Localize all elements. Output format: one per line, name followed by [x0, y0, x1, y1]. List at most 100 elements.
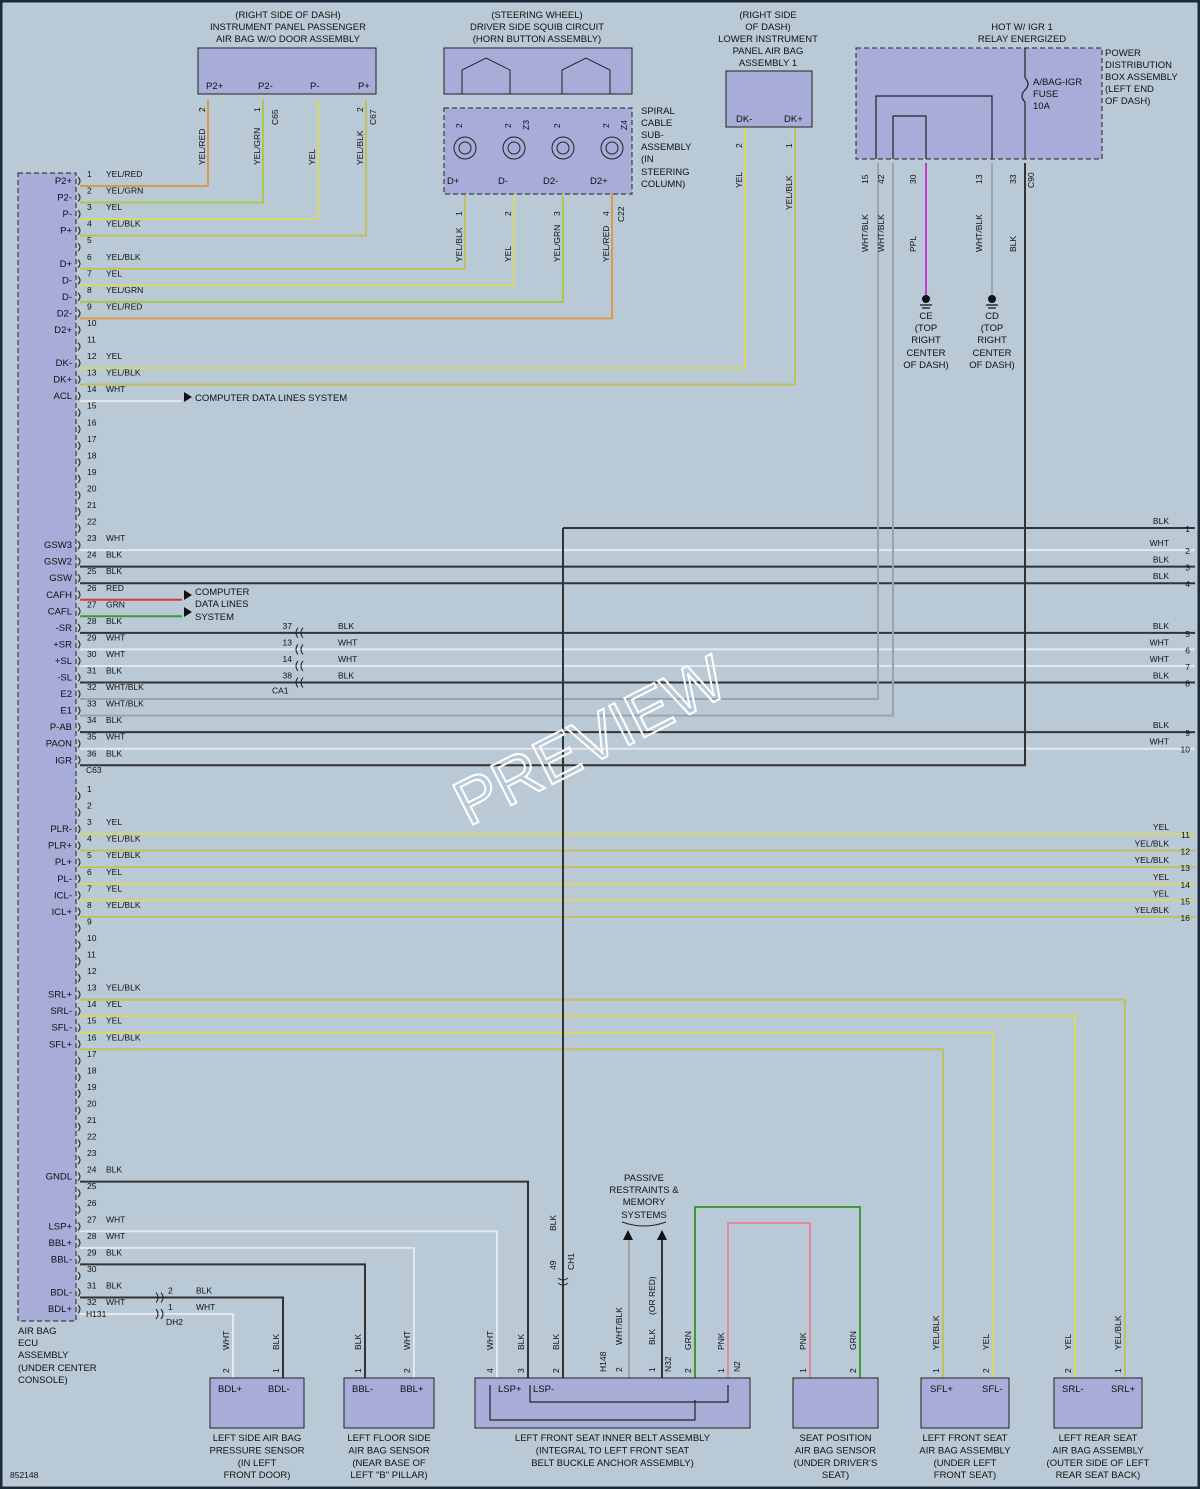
c63-pin-mark-24	[77, 557, 81, 567]
c63-sig-24: GSW2	[44, 557, 72, 568]
c63-sig-10: D2+	[54, 325, 72, 336]
c63-wire-3: YEL	[106, 202, 122, 212]
h131-wire-15: YEL	[106, 1016, 122, 1026]
h131-pin-15: 15	[87, 1016, 97, 1026]
steering-tag-wire-1: YEL	[503, 246, 513, 262]
h131-pin-mark-2	[77, 808, 81, 817]
spiral-label-5: (IN	[641, 154, 654, 165]
c63-sig-32: E2	[60, 689, 72, 700]
right-wire-2: WHT	[1150, 538, 1169, 548]
passive-restraints-label: PASSIVE RESTRAINTS & MEMORY SYSTEMS	[609, 1173, 679, 1240]
c63-pin-16: 16	[87, 417, 97, 427]
c63-wire-1: YEL/RED	[106, 169, 142, 179]
coil-pin-top-0: 2	[454, 123, 464, 128]
bottom-tag-pin-6: 2	[551, 1368, 561, 1373]
spiral-label-7: COLUMN)	[641, 179, 685, 190]
spiral-label-3: SUB-	[641, 130, 664, 141]
frontseat-box	[920, 1377, 1010, 1429]
c63-pin-mark-8	[77, 292, 81, 302]
svg-text:AIR BAG: AIR BAG	[18, 1326, 57, 1337]
svg-text:RIGHT: RIGHT	[911, 335, 941, 346]
svg-text:PASSIVE: PASSIVE	[624, 1173, 664, 1184]
c63-pin-17: 17	[87, 434, 97, 444]
c63-pin-28: 28	[87, 616, 97, 626]
wire-srlplus	[80, 998, 1126, 1378]
wire-pplus	[80, 100, 367, 237]
connector-h131: H131	[86, 1309, 107, 1319]
svg-text:COMPUTER: COMPUTER	[195, 587, 250, 598]
wire-bdlminus	[80, 1296, 284, 1378]
frontseat-label-1: AIR BAG ASSEMBLY	[919, 1445, 1011, 1456]
h131-pin-mark-14	[77, 1006, 81, 1016]
dh2-wire-1: WHT	[196, 1302, 215, 1312]
h131-pin-mark-24	[77, 1172, 81, 1182]
steering-tag-wire-3: YEL/RED	[601, 226, 611, 262]
svg-text:SYSTEMS: SYSTEMS	[621, 1210, 666, 1221]
c63-sig-13: DK+	[53, 375, 72, 386]
svg-text:COMPUTER DATA LINES SYSTEM: COMPUTER DATA LINES SYSTEM	[195, 393, 347, 404]
wire-p2minus	[80, 100, 264, 204]
c63-pin-4: 4	[87, 219, 92, 229]
c63-pin-mark-20	[77, 491, 81, 500]
h131-sig-14: SRL-	[50, 1006, 72, 1017]
c63-wire-23: WHT	[106, 533, 125, 543]
c63-sig-25: GSW	[49, 573, 72, 584]
knee-title-4: PANEL AIR BAG	[733, 46, 804, 57]
bottom-tag-wire-8: PNK	[716, 1332, 726, 1350]
power-tag-wire-3: WHT/BLK	[974, 214, 984, 252]
svg-text:ASSEMBLY: ASSEMBLY	[18, 1350, 69, 1361]
knee-title-2: OF DASH)	[745, 22, 790, 33]
c63-pin-mark-27	[77, 606, 81, 616]
c63-sig-28: -SR	[56, 623, 73, 634]
floor-label-1: AIR BAG SENSOR	[348, 1445, 429, 1456]
c63-pin-23: 23	[87, 533, 97, 543]
bottom-tag-pin-2: 1	[353, 1368, 363, 1373]
ca1-pin-38: 38	[283, 671, 293, 681]
c63-pin-mark-36	[77, 755, 81, 765]
c63-pin-3: 3	[87, 202, 92, 212]
frontseat-label-0: LEFT FRONT SEAT	[923, 1433, 1008, 1444]
bottom-tag-wire-12: YEL	[981, 1334, 991, 1350]
wire-d2plus	[80, 194, 613, 320]
ground-cd: CD (TOP RIGHT CENTER OF DASH)	[969, 295, 1015, 371]
bottom-tag-wire-0: WHT	[221, 1331, 231, 1350]
ca1-mark	[295, 644, 304, 655]
pressure-box	[209, 1377, 305, 1429]
power-internal-wiring	[875, 95, 993, 159]
connector-c67: C67	[368, 109, 378, 125]
wire-dplus	[80, 194, 466, 270]
belt-label-1: (INTEGRAL TO LEFT FRONT SEAT	[536, 1445, 690, 1456]
c63-wire-31: BLK	[106, 666, 122, 676]
floor-label-2: (NEAR BASE OF	[352, 1458, 426, 1469]
ecu-label: AIR BAG ECU ASSEMBLY (UNDER CENTER CONSO…	[18, 1326, 97, 1386]
h131-pin-21: 21	[87, 1115, 97, 1125]
svg-text:CE: CE	[919, 311, 932, 322]
right-pin-13: 13	[1181, 863, 1191, 873]
floor-pin-0: BBL-	[352, 1384, 373, 1395]
steering-tag-pin-3: 4	[601, 211, 611, 216]
h131-pin-mark-26	[77, 1205, 81, 1215]
h131-sig-6: PL-	[57, 874, 72, 885]
svg-text:SYSTEM: SYSTEM	[195, 612, 234, 623]
c63-sig-14: ACL	[54, 391, 72, 402]
rearseat-label-1: AIR BAG ASSEMBLY	[1052, 1445, 1144, 1456]
h131-pin-mark-3	[77, 824, 81, 834]
h131-pin-4: 4	[87, 834, 92, 844]
c63-pin-mark-33	[77, 706, 81, 715]
svg-text:(TOP: (TOP	[915, 323, 938, 334]
right-wire-6: WHT	[1150, 637, 1169, 647]
ch1-wire: BLK	[548, 1215, 558, 1231]
steering-tag-pin-1: 2	[503, 211, 513, 216]
h131-wire-27: WHT	[106, 1214, 125, 1224]
pressure-pin-0: BDL+	[218, 1384, 242, 1395]
floor-box	[343, 1377, 435, 1429]
h131-sig-8: ICL+	[52, 907, 73, 918]
h131-pin-mark-20	[77, 1106, 81, 1115]
c63-sig-12: DK-	[56, 358, 72, 369]
pressure-label-1: PRESSURE SENSOR	[209, 1445, 304, 1456]
h131-sig-29: BBL-	[51, 1254, 72, 1265]
c63-sig-7: D-	[62, 275, 72, 286]
c63-wire-12: YEL	[106, 351, 122, 361]
wire-pminus	[80, 100, 319, 221]
